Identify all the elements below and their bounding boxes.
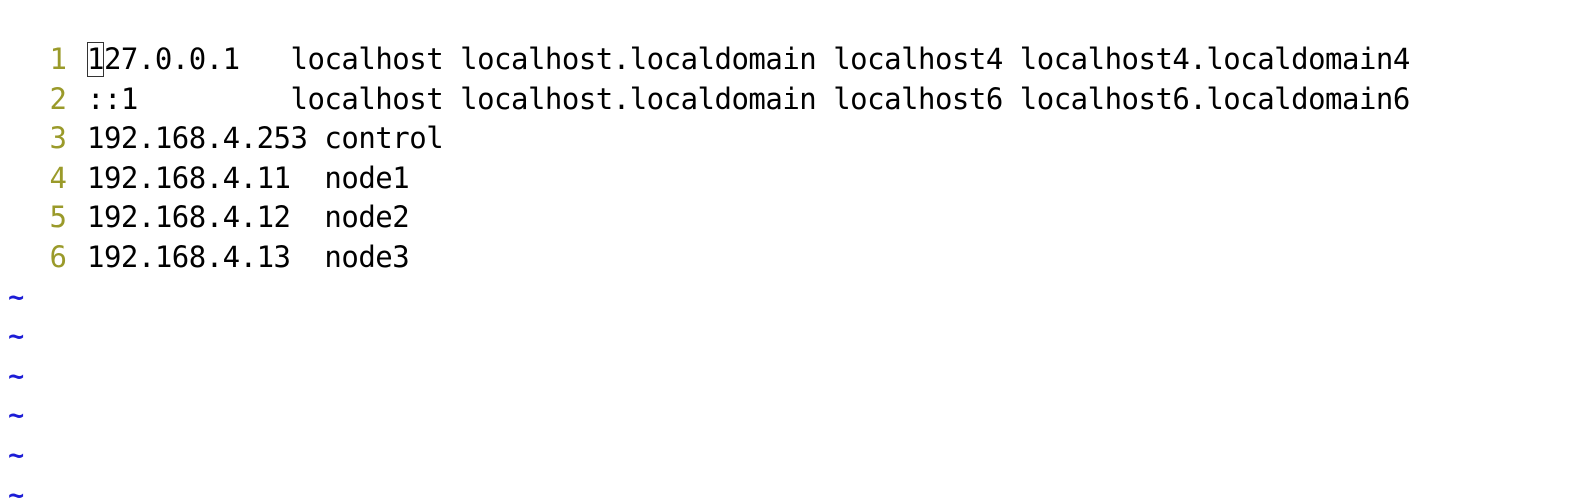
tilde-marker: ~ xyxy=(8,439,25,471)
editor-line[interactable]: 2 ::1 localhost localhost.localdomain lo… xyxy=(0,80,1586,120)
line-number: 1 xyxy=(49,42,67,76)
empty-line-marker: ~ xyxy=(0,396,1586,436)
line-content[interactable]: 127.0.0.1 localhost localhost.localdomai… xyxy=(87,40,1410,80)
empty-line-marker: ~ xyxy=(0,476,1586,500)
empty-line-marker: ~ xyxy=(0,357,1586,397)
line-content[interactable]: 192.168.4.12 node2 xyxy=(87,200,410,235)
empty-line-marker: ~ xyxy=(0,436,1586,476)
text-cursor: 1 xyxy=(87,42,104,77)
editor-line[interactable]: 1 127.0.0.1 localhost localhost.localdom… xyxy=(0,40,1586,80)
editor-line[interactable]: 3 192.168.4.253 control xyxy=(0,119,1586,159)
line-content[interactable]: 192.168.4.11 node1 xyxy=(87,160,410,195)
line-number: 3 xyxy=(49,121,67,156)
tilde-marker: ~ xyxy=(8,479,25,500)
line-number: 6 xyxy=(49,239,67,274)
tilde-marker: ~ xyxy=(8,360,25,392)
editor-line[interactable]: 6 192.168.4.13 node3 xyxy=(0,238,1586,278)
empty-line-marker: ~ xyxy=(0,317,1586,357)
tilde-marker: ~ xyxy=(8,400,25,432)
line-number: 4 xyxy=(49,160,67,195)
line-text: 27.0.0.1 localhost localhost.localdomain… xyxy=(103,42,1410,76)
tilde-marker: ~ xyxy=(8,321,25,353)
line-content[interactable]: 192.168.4.253 control xyxy=(87,121,444,156)
editor-line[interactable]: 5 192.168.4.12 node2 xyxy=(0,198,1586,238)
editor-line[interactable]: 4 192.168.4.11 node1 xyxy=(0,159,1586,199)
line-number: 5 xyxy=(49,200,67,235)
line-content[interactable]: 192.168.4.13 node3 xyxy=(87,239,410,274)
empty-line-marker: ~ xyxy=(0,278,1586,318)
tilde-marker: ~ xyxy=(8,281,25,313)
line-content[interactable]: ::1 localhost localhost.localdomain loca… xyxy=(87,81,1410,116)
line-number: 2 xyxy=(49,81,67,116)
